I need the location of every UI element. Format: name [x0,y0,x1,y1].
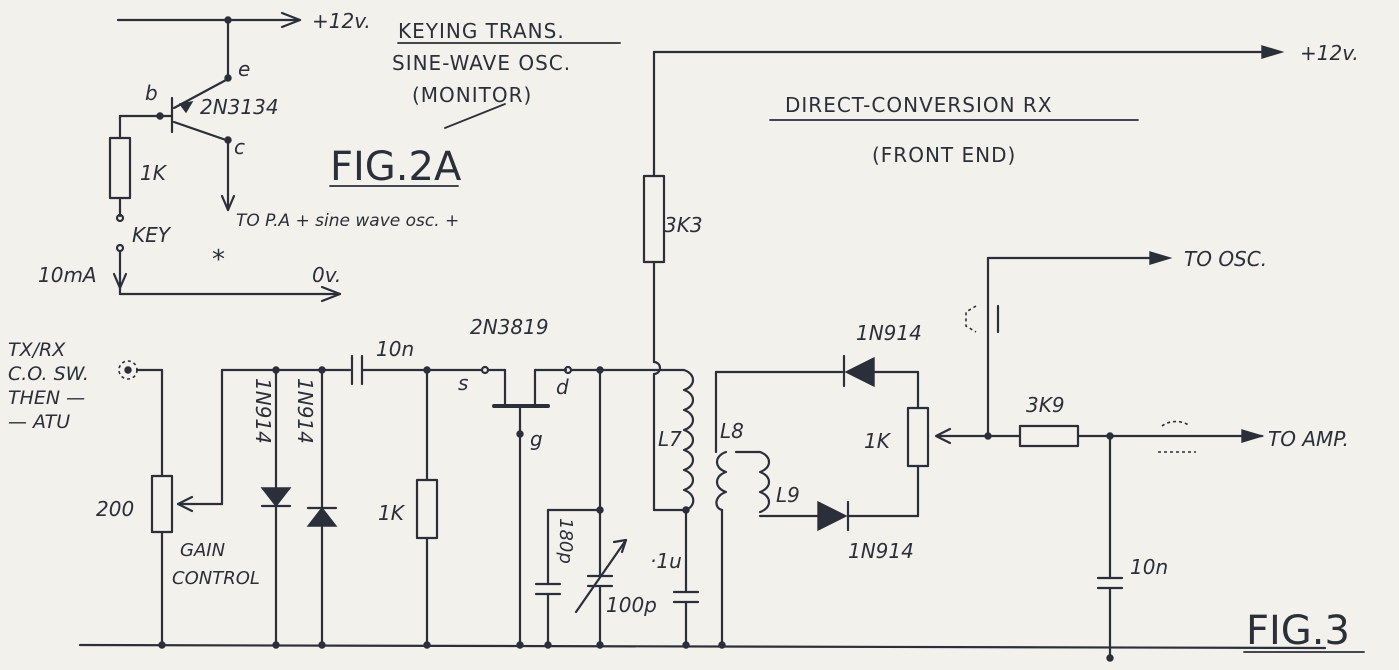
wire-crossover [652,360,662,376]
to-osc-label: TO OSC. [1184,247,1267,271]
fig2a-ground-arrow [320,285,342,303]
to-osc-arrow [1149,251,1173,265]
fig3-label: FIG.3 [1246,608,1350,654]
ground-node [318,641,326,649]
l9-label: L9 [776,483,800,507]
transistor-collector-lead [172,120,228,142]
r-gate-label: 1K [378,501,406,525]
bal-pot-label: 1K [864,429,892,453]
fig2a-title-line2: SINE-WAVE OSC. [392,51,571,75]
fig2a-title-line3: (MONITOR) [412,83,532,107]
diode-b-body [306,506,338,527]
gain-pot-label: 200 [96,497,134,521]
fet-label: 2N3819 [470,315,549,339]
l8-label: L8 [720,419,744,443]
current-label: 10mA [38,263,97,287]
fig2a-resistor-body [108,136,132,200]
fig3-title-line2: (FRONT END) [872,143,1016,167]
ground-node [423,641,431,649]
l7-label: L7 [658,427,682,451]
ground-node [718,641,726,649]
output-plug [1161,420,1191,427]
diode-a-label: 1N914 [251,378,275,444]
input-label-line2: C.O. SW. [8,363,89,385]
fig2a-output-label: TO P.A + sine wave osc. + [236,211,459,231]
pin-c-label: c [234,135,245,159]
r-gate-body [415,478,439,540]
cap-out-label: 10n [1130,555,1168,579]
r-drain-body [642,174,666,264]
fig3-title-line1: DIRECT-CONVERSION RX [785,93,1053,117]
input-terminal-centre [124,366,132,374]
ground-node [544,641,552,649]
fig2a-supply-label: +12v. [312,9,371,33]
ground-node [1106,654,1114,662]
key-contact [115,243,125,253]
asterisk-mark: * [212,245,225,275]
pin-b-label: b [145,81,158,105]
fig2a-output-arrow [220,194,236,212]
fet-d-label: d [556,375,569,399]
input-label-line4: — ATU [8,411,70,433]
fig2a-circuit [108,11,621,303]
ground-node [682,641,690,649]
to-amp-arrow [1241,429,1265,443]
fig3-supply-label: +12v. [1300,41,1359,65]
ground-node [516,641,524,649]
fig2a-label: FIG.2A [330,144,462,190]
r-drain-label: 3K3 [664,213,703,237]
diode-top-body [844,356,875,388]
cap-180-label: 180p [555,518,576,564]
fig2a-title-leader [444,103,506,129]
gain-wiper-arrow [176,495,194,513]
gain-label-line1: GAIN [180,540,225,561]
trimmer-adjust-arrow [612,538,628,554]
cap-1u-label: ·1u [650,549,682,573]
ground-node [272,641,280,649]
fig3-circuit [78,45,1365,662]
ground-rail [78,643,1327,650]
input-label-line3: THEN — [8,387,85,409]
supply-arrow [1261,45,1285,59]
diode-top-label: 1N914 [856,321,922,345]
fig2a-title-line1: KEYING TRANS. [398,19,565,43]
r-out-body [1018,424,1080,448]
pin-e-label: e [238,57,250,81]
l8-coil [715,450,728,512]
transistor-label: 2N3134 [200,95,279,119]
l7-coil [682,368,695,512]
diode-a-body [260,487,292,508]
diode-bot-body [817,500,848,532]
fig2a-supply-arrow [280,11,302,29]
trimmer-adjust-line [574,538,628,614]
cap-100-label: 100p [606,593,657,617]
diode-b-label: 1N914 [293,378,317,444]
current-arrow [112,272,128,290]
fet-g-label: g [530,427,543,451]
transistor-emitter-arrow [178,101,194,114]
bal-pot-body [906,406,930,468]
fig2a-resistor-label: 1K [140,161,168,185]
fig2a-ground-label: 0v. [312,263,341,287]
key-label: KEY [132,223,172,247]
key-contact [115,213,125,223]
input-label-line1: TX/RX [8,339,66,361]
to-amp-label: TO AMP. [1268,427,1349,451]
cap-in-label: 10n [376,337,414,361]
l9-coil [758,450,771,514]
fet-s-label: s [458,371,468,395]
osc-coupling-cap [965,305,977,333]
diode-bot-label: 1N914 [848,539,914,563]
gain-pot-body [150,474,174,534]
gain-label-line2: CONTROL [172,568,260,589]
r-out-label: 3K9 [1026,393,1065,417]
bal-wiper-arrow [934,427,952,445]
ground-node [158,641,166,649]
ground-node [596,641,604,649]
